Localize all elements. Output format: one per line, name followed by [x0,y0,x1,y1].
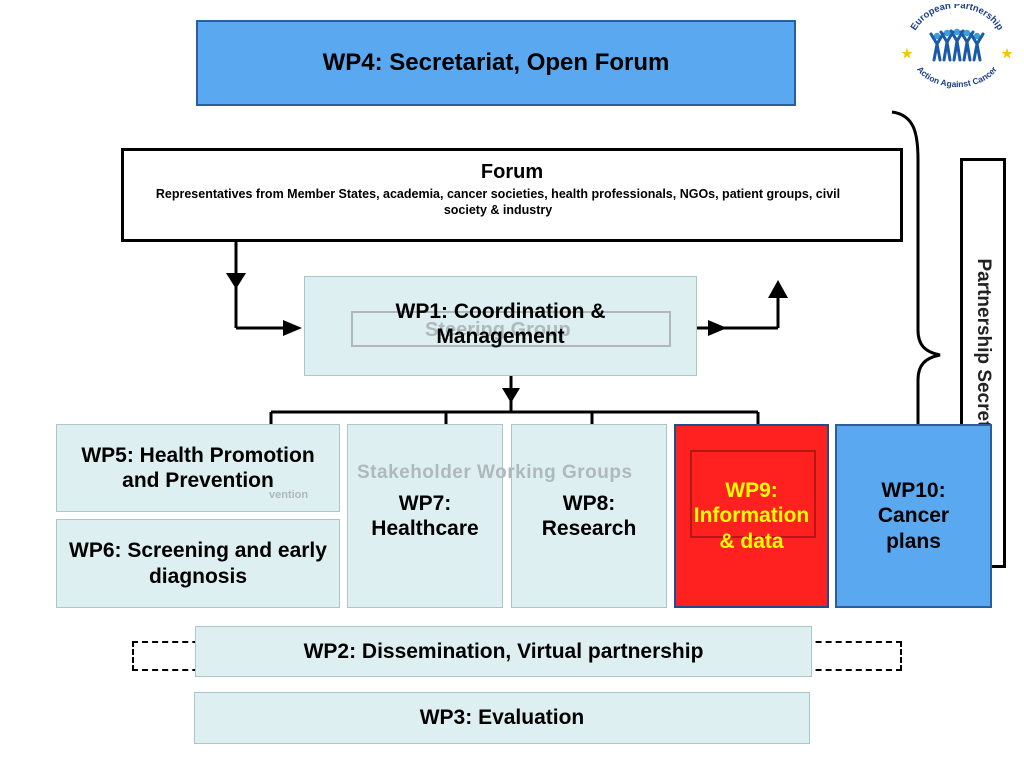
wp9-label: WP9: Information & data [693,479,810,553]
steering-group-ghost-label: Steering Group [425,319,571,341]
european-partnership-logo: European Partnership Action Against Canc… [893,0,1021,96]
forum-subtitle: Representatives from Member States, acad… [155,187,841,218]
wp5-ghost-label: vention [269,489,309,501]
wp9-inner-outline [690,450,816,538]
wp9-box: WP9: Information & data [674,424,829,608]
logo-star-icons [901,48,1013,59]
forum-box: Forum Representatives from Member States… [121,148,903,242]
logo-text-bottom: Action Against Cancer [915,64,999,89]
stakeholder-working-groups-ghost: Stakeholder Working Groups [357,462,633,483]
wp8-box: WP8: Research [511,424,667,608]
wp5-box: vention WP5: Health Promotion and Preven… [56,424,340,512]
wp10-box: WP10: Cancer plans [835,424,992,608]
wp2-box: WP2: Dissemination, Virtual partnership [195,626,812,677]
logo-graphic: European Partnership Action Against Canc… [901,0,1013,89]
wp7-box: WP7: Healthcare [347,424,503,608]
wp1-label: WP1: Coordination & Management [395,300,606,349]
forum-title: Forum [480,161,544,183]
wp8-label: WP8: Research [541,491,637,540]
wp7-label: WP7: Healthcare [371,491,479,540]
wp10-label: WP10: Cancer plans [877,479,950,553]
wp6-box: WP6: Screening and early diagnosis [56,519,340,608]
wp3-box: WP3: Evaluation [194,692,810,744]
wp3-label: WP3: Evaluation [419,706,585,730]
steering-group-outline [351,311,671,347]
wp2-label: WP2: Dissemination, Virtual partnership [303,639,704,663]
logo-text-top: European Partnership [909,0,1006,33]
wp1-coordination-box: Steering Group WP1: Coordination & Manag… [304,276,697,376]
wp6-label: WP6: Screening and early diagnosis [69,539,327,588]
svg-text:European Partnership: European Partnership [909,4,1006,33]
wp5-label: WP5: Health Promotion and Prevention [81,443,315,492]
wp4-secretariat-box: WP4: Secretariat, Open Forum [196,20,796,106]
wp4-label: WP4: Secretariat, Open Forum [322,48,670,76]
svg-text:Action Against Cancer: Action Against Cancer [915,64,999,89]
